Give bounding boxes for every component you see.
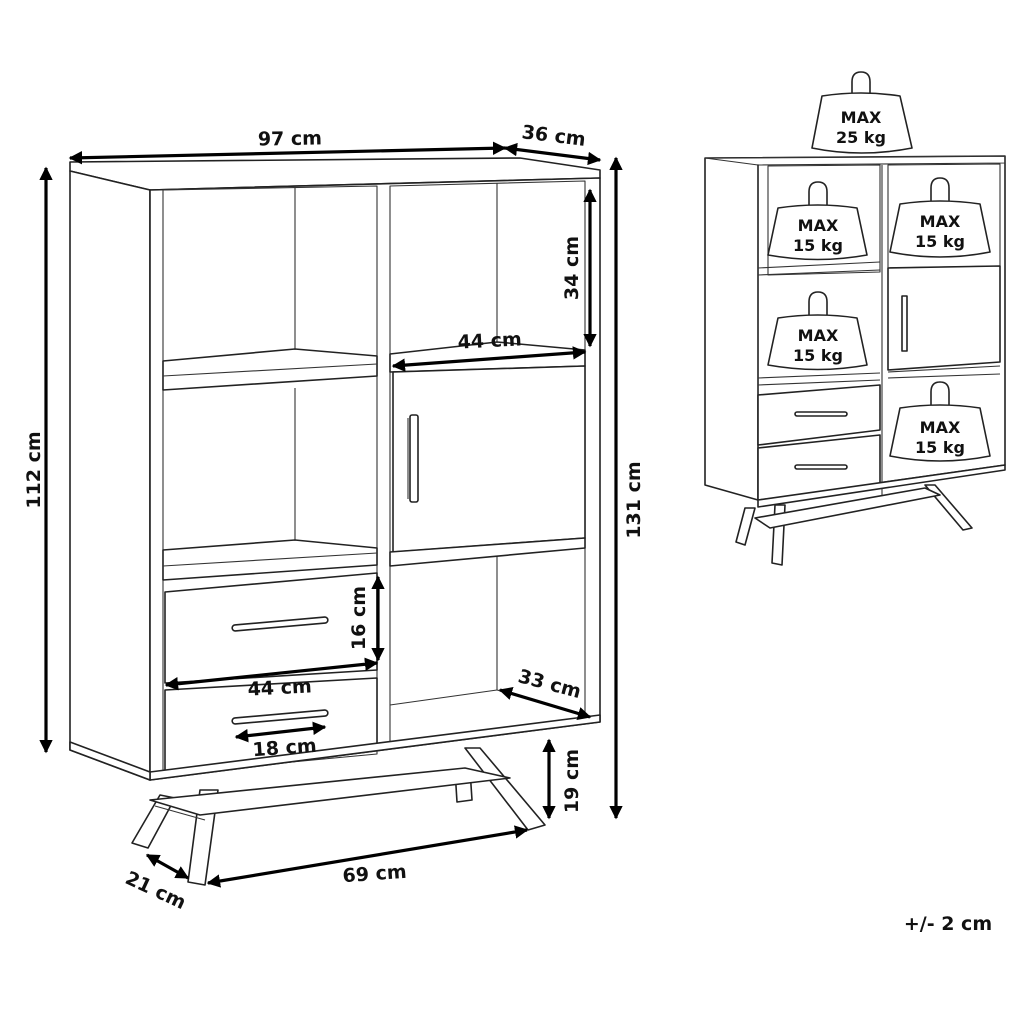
load-limit-top-max: MAX [841,108,882,127]
label-handle-width: 18 cm [252,735,318,761]
label-depth: 36 cm [521,121,587,151]
weight-icon: MAX 15 kg [767,181,868,261]
label-width: 97 cm [258,127,322,150]
label-compartment-height: 34 cm [561,236,583,300]
load-limit-top-value: 25 kg [836,128,886,147]
label-compartment-width: 44 cm [457,328,522,353]
load-limit-shelf2-max: MAX [920,212,961,231]
load-limit-shelf1-value: 15 kg [793,236,843,255]
label-leg-span: 69 cm [342,861,408,887]
main-cabinet-drawing [69,157,601,886]
load-limit-shelf4-value: 15 kg [915,438,965,457]
label-body-height: 112 cm [23,431,45,508]
tolerance-note: +/- 2 cm [904,913,992,935]
label-total-height: 131 cm [623,461,645,538]
label-drawer-width: 44 cm [247,675,312,700]
weight-icon: MAX 25 kg [811,71,913,154]
load-limit-shelf1-max: MAX [798,216,839,235]
load-limit-shelf2-value: 15 kg [915,232,965,251]
label-drawer-height: 16 cm [348,586,370,650]
weight-icon: MAX 15 kg [767,291,868,371]
label-leg-height: 19 cm [561,749,583,813]
load-limit-shelf3-value: 15 kg [793,346,843,365]
weight-icon: MAX 15 kg [889,177,991,258]
load-limit-shelf3-max: MAX [798,326,839,345]
weight-icon: MAX 15 kg [889,381,991,462]
dimension-lines [39,141,623,888]
load-limit-shelf4-max: MAX [920,418,961,437]
load-weights: MAX 25 kg MAX 15 kg MAX 15 kg MAX 15 kg … [767,71,991,462]
